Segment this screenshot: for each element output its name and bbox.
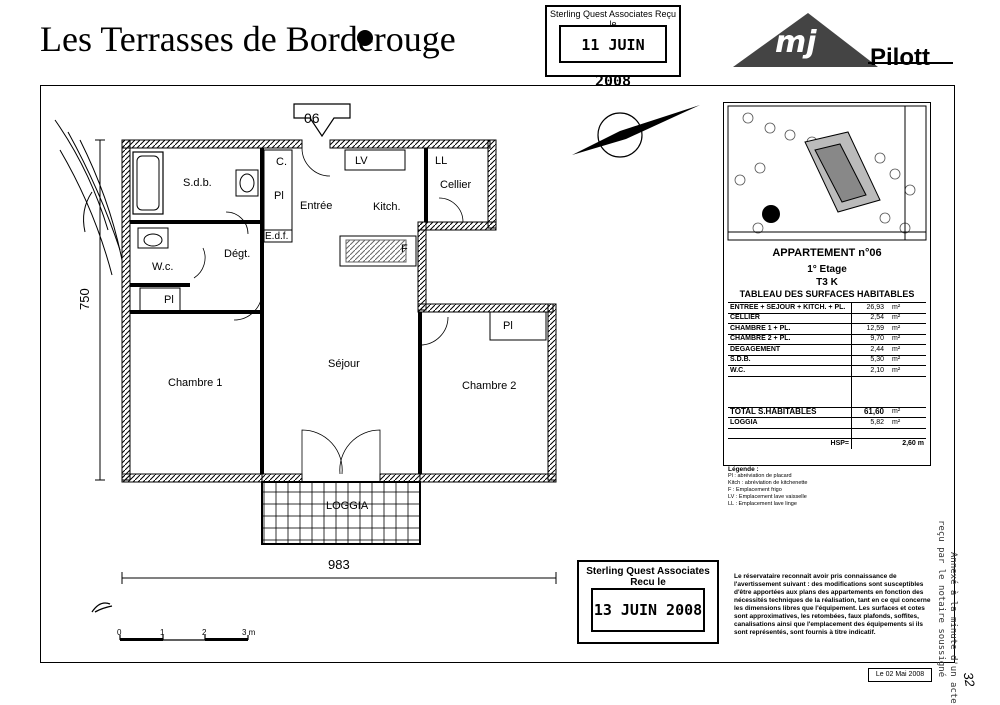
legend-title: Légende : xyxy=(728,466,759,473)
row-unit: m² xyxy=(886,302,926,313)
legend-item: Kitch : abréviation de kitchenette xyxy=(728,480,808,486)
hsp-value: 2,60 m xyxy=(851,438,926,449)
row-label: W.C. xyxy=(728,365,852,376)
disclaimer-note: Le réservataire reconnaît avoir pris con… xyxy=(734,573,931,636)
info-panel xyxy=(723,102,931,466)
room-label-kitch: Kitch. xyxy=(373,201,401,213)
apartment-type: T3 K xyxy=(816,277,838,288)
legend: Légende : Pl : abréviation de placard Ki… xyxy=(728,466,808,508)
appliance-label-f: F xyxy=(401,243,408,255)
loggia-value: 5,82 xyxy=(851,417,886,428)
appliance-label-lv: LV xyxy=(355,155,368,167)
handwritten-annotation-2: reçu par le notaire soussigné xyxy=(936,520,946,678)
row-unit: m² xyxy=(886,365,926,376)
scale-tick-2: 2 xyxy=(202,628,207,637)
row-label: CHAMBRE 2 + PL. xyxy=(728,333,852,345)
row-label: CHAMBRE 1 + PL. xyxy=(728,323,852,334)
closet-label-pl-2: Pl xyxy=(164,294,174,306)
closet-label-c: C. xyxy=(276,156,287,168)
row-unit: m² xyxy=(886,333,926,345)
row-unit: m² xyxy=(886,354,926,366)
stamp-top-header: Sterling Quest Associates Reçu le xyxy=(549,9,677,29)
scale-tick-1: 1 xyxy=(160,628,165,637)
row-value: 12,59 xyxy=(851,323,886,334)
stamp-bottom-header-2: Recu le xyxy=(630,577,666,588)
legend-item: F : Emplacement frigo xyxy=(728,487,782,493)
stamp-bottom-date: 13 JUIN 2008 xyxy=(591,588,705,632)
scale-tick-3m: 3 m xyxy=(242,628,256,637)
appliance-label-ll: LL xyxy=(435,155,448,167)
surface-table-title: TABLEAU DES SURFACES HABITABLES xyxy=(739,289,915,299)
hsp-label: HSP= xyxy=(728,438,852,449)
room-label-loggia: LOGGIA xyxy=(326,500,369,512)
row-unit: m² xyxy=(886,344,926,355)
room-label-chambre-1: Chambre 1 xyxy=(168,377,223,389)
apartment-floor: 1° Etage xyxy=(807,264,847,275)
scale-tick-0: 0 xyxy=(117,628,122,637)
total-label: TOTAL S.HABITABLES xyxy=(728,406,852,418)
room-label-sejour: Séjour xyxy=(328,358,360,370)
loggia-unit: m² xyxy=(886,417,926,428)
row-value: 26,93 xyxy=(851,302,886,313)
row-label: ENTREE + SEJOUR + KITCH. + PL. xyxy=(728,302,852,313)
apartment-number-label: 06 xyxy=(304,110,320,126)
mj-pilott-logo xyxy=(733,13,953,67)
row-unit: m² xyxy=(886,312,926,324)
row-value: 5,30 xyxy=(851,354,886,366)
row-unit: m² xyxy=(886,323,926,334)
apartment-title: APPARTEMENT n°06 xyxy=(772,247,882,259)
dimension-horizontal: 983 xyxy=(328,557,350,572)
room-label-cellier: Cellier xyxy=(440,179,472,191)
received-stamp-bottom: Sterling Quest Associates Recu le 13 JUI… xyxy=(577,560,719,644)
row-value: 2,54 xyxy=(851,312,886,324)
room-label-entree: Entrée xyxy=(300,200,333,212)
handwritten-page-number: 32 xyxy=(960,671,978,688)
total-unit: m² xyxy=(886,406,926,418)
logo-brand-text: Pilott xyxy=(870,44,930,71)
row-value: 9,70 xyxy=(851,333,886,345)
closet-label-edf: E.d.f. xyxy=(265,231,289,242)
closet-label-pl-1: Pl xyxy=(274,190,284,202)
closet-label-pl-3: Pl xyxy=(503,320,513,332)
room-label-wc: W.c. xyxy=(152,261,174,273)
room-label-chambre-2: Chambre 2 xyxy=(462,380,517,392)
total-value: 61,60 xyxy=(851,406,886,418)
loggia-label: LOGGIA xyxy=(728,417,852,428)
dimension-vertical: 750 xyxy=(77,288,92,310)
room-label-sdb: S.d.b. xyxy=(183,177,212,189)
legend-item: LV : Emplacement lave vaisselle xyxy=(728,494,807,500)
table-row: HSP=2,60 m xyxy=(728,438,926,449)
legend-item: Pl : abréviation de placard xyxy=(728,473,792,479)
plan-frame xyxy=(40,85,955,663)
document-title: Les Terrasses de Borderouge xyxy=(40,19,456,59)
ink-dot xyxy=(357,30,373,46)
room-label-degt: Dégt. xyxy=(224,248,251,260)
legend-item: LL : Emplacement lave linge xyxy=(728,501,797,507)
document-date: Le 02 Mai 2008 xyxy=(868,668,932,682)
row-value: 2,10 xyxy=(851,365,886,376)
row-label: DEGAGEMENT xyxy=(728,344,852,355)
handwritten-annotation-1: Annexé à la minute d'un acte xyxy=(948,552,958,704)
row-label: CELLIER xyxy=(728,312,852,324)
row-value: 2,44 xyxy=(851,344,886,355)
logo-mj-text: mj xyxy=(775,25,817,60)
row-label: S.D.B. xyxy=(728,354,852,366)
stamp-bottom-header-1: Sterling Quest Associates xyxy=(586,566,710,577)
